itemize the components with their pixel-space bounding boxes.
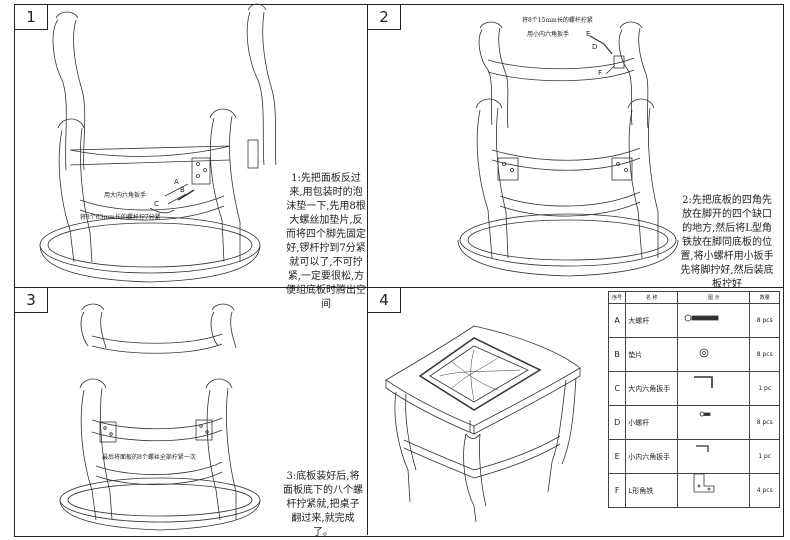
part-quantity: 8 pcs (749, 337, 780, 372)
part-picture (677, 405, 751, 440)
part-quantity: 8 pcs (749, 405, 780, 440)
part-picture (677, 371, 751, 406)
step-3-tighten-label: 最后将面板的8个螺丝全部拧紧一次 (102, 454, 196, 461)
header-quantity: 数量 (749, 291, 780, 304)
part-name: 大内六角扳手 (625, 371, 679, 406)
step-4-drawing (385, 325, 581, 523)
part-code: E (607, 439, 627, 474)
step-2-drawing (457, 21, 679, 277)
part-code: F (607, 473, 627, 508)
parts-table: 序号 名 称 图 示 数量 A 大螺杆 8 pcs B 垫片 8 pcs C 大… (607, 291, 780, 508)
header-picture: 图 示 (677, 291, 751, 304)
part-picture (677, 439, 751, 474)
outer-frame (14, 4, 784, 537)
step-1-number: 1 (15, 5, 48, 30)
part-quantity: 8 pcs (749, 303, 780, 338)
part-code: C (607, 371, 627, 406)
table-row: E 小内六角扳手 1 pc (607, 439, 780, 474)
step-1-hex-key-label: 用大内六角扳手 (104, 192, 147, 199)
part-name: 垫片 (625, 337, 679, 372)
part-quantity: 4 pcs (749, 473, 780, 508)
table-row: B 垫片 8 pcs (607, 337, 780, 372)
step-2-letter-f: F (598, 69, 603, 77)
part-picture (677, 303, 751, 338)
part-code: B (607, 337, 627, 372)
table-row: D 小螺杆 8 pcs (607, 405, 780, 440)
table-row: A 大螺杆 8 pcs (607, 303, 780, 338)
step-3-instructions: 3:底板装好后,将面板底下的八个螺杆拧紧就,把桌子翻过来,就完成了。 (283, 471, 363, 538)
step-2-instructions: 2:先把底板的四角先放在脚开的四个缺口的地方,然后将L型角铁放在脚同底板的位置,… (680, 195, 774, 290)
part-name: 小螺杆 (625, 405, 679, 440)
part-code: D (607, 405, 627, 440)
part-picture (677, 473, 751, 508)
part-picture (677, 337, 751, 372)
part-code: A (607, 303, 627, 338)
step-2-letter-e: E (586, 30, 591, 38)
parts-table-header: 序号 名 称 图 示 数量 (607, 291, 780, 304)
table-row: C 大内六角扳手 1 pc (607, 371, 780, 406)
part-quantity: 1 pc (749, 439, 780, 474)
step-2-letter-d: D (592, 43, 598, 51)
step-1-letter-a: A (174, 178, 179, 186)
step-1-letter-b: B (180, 186, 185, 194)
step-4-number: 4 (368, 288, 401, 313)
header-index: 序号 (607, 291, 627, 304)
panel-divider-horizontal (14, 287, 783, 288)
step-2-hex-key-label: 用小内六角扳手 (527, 31, 570, 38)
step-1-bolt-label: 将8个63mm长的螺杆拧7分紧 (80, 214, 161, 221)
part-name: 大螺杆 (625, 303, 679, 338)
step-3-number: 3 (15, 288, 48, 313)
step-1-letter-c: C (154, 200, 159, 208)
part-name: 小内六角扳手 (625, 439, 679, 474)
step-3-drawing (59, 303, 261, 531)
step-2-number: 2 (368, 5, 401, 30)
step-1-instructions: 1:先把面板反过来,用包装时的泡沫垫一下,先用8根大螺丝加垫片,反而将四个脚先固… (286, 173, 366, 310)
step-1-drawing (39, 3, 277, 283)
table-row: F L形角铁 4 pcs (607, 473, 780, 508)
panel-divider-vertical (367, 4, 368, 535)
part-quantity: 1 pc (749, 371, 780, 406)
header-name: 名 称 (625, 291, 679, 304)
part-name: L形角铁 (625, 473, 679, 508)
step-2-bolt-label: 将8个15mm长的螺杆拧紧 (522, 17, 593, 24)
